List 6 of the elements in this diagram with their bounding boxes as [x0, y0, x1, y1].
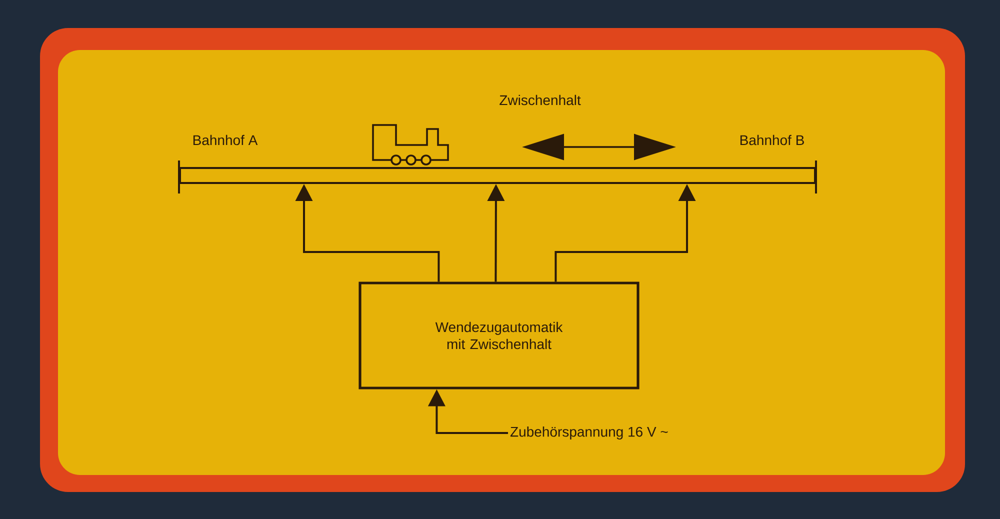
- station-label: Bahnhof B: [740, 134, 804, 146]
- station-label: Bahnhof A: [193, 134, 258, 146]
- supply-label: Zubehörspannung 16 V ~: [510, 426, 668, 440]
- station-label: Zwischenhalt: [500, 94, 581, 106]
- control-box: Wendezugautomatik mit Zwischenhalt: [358, 282, 640, 390]
- rail-track: [179, 167, 816, 184]
